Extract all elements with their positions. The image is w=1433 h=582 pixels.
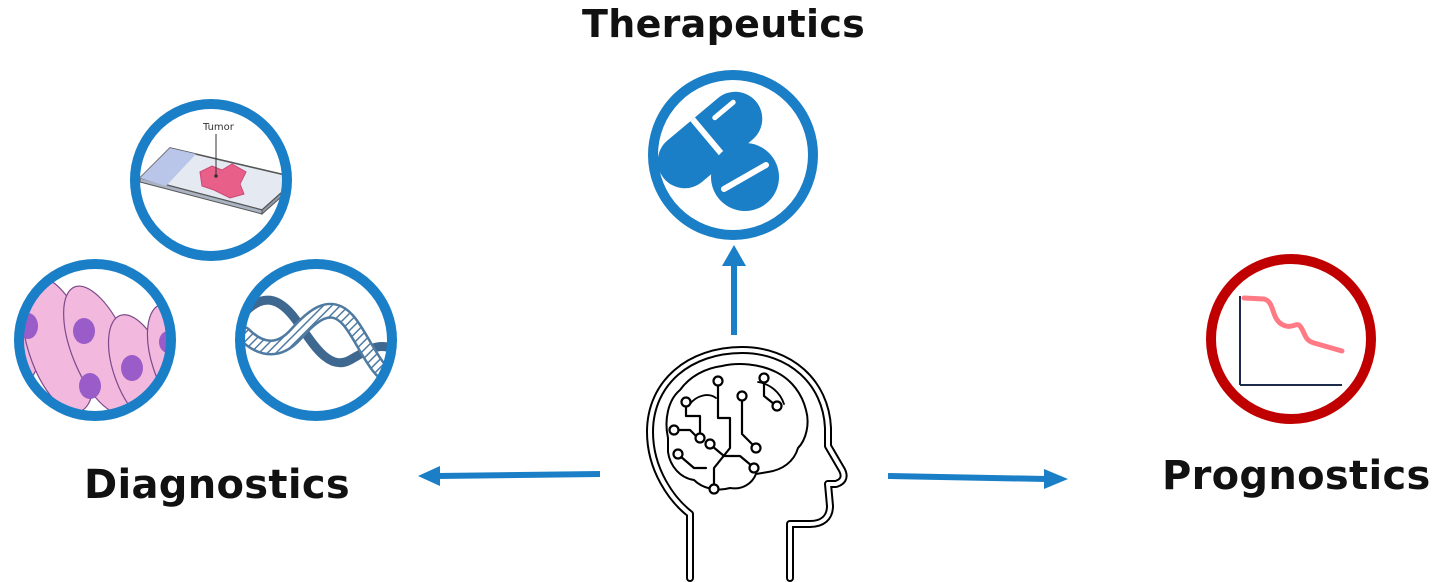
- survival-ring: [1206, 254, 1376, 424]
- dna-ring: [235, 259, 397, 421]
- cells-ring: [14, 259, 176, 421]
- slide-tumor-icon: Tumor: [130, 99, 292, 261]
- cells-icon: [14, 259, 176, 421]
- slide-ring: [130, 99, 292, 261]
- pill-icon: [648, 70, 818, 240]
- ai-brain-head-icon: [646, 346, 848, 582]
- diagnostics-label: Diagnostics: [84, 462, 350, 508]
- therapeutics-label: Therapeutics: [582, 2, 866, 46]
- arrow-left: [418, 466, 601, 486]
- dna-icon: [235, 259, 397, 421]
- prognostics-label: Prognostics: [1162, 453, 1431, 499]
- survival-curve-icon: [1206, 254, 1376, 424]
- arrow-up: [722, 245, 746, 335]
- tumor-text: Tumor: [202, 122, 235, 133]
- arrow-right: [887, 469, 1068, 489]
